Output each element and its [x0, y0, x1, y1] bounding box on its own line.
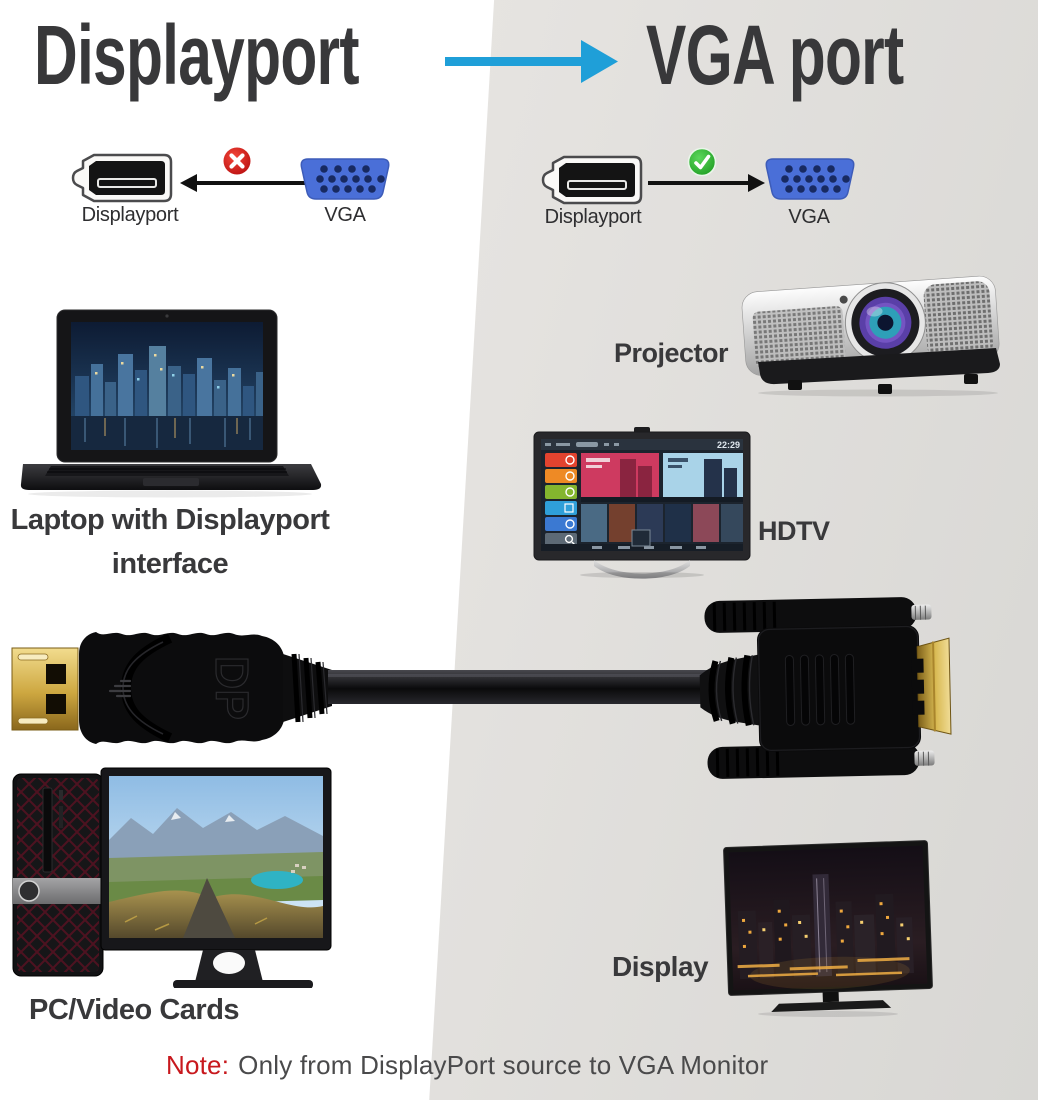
display-label: Display — [612, 951, 709, 982]
arrow-right-icon — [648, 174, 765, 192]
pc-monitor-illustration — [12, 767, 332, 988]
compatible-icon — [687, 147, 717, 177]
hdtv-clock: 22:29 — [717, 440, 740, 450]
display-illustration — [723, 840, 933, 1017]
dp-to-vga-cable-illustration: DP — [11, 597, 952, 779]
projector-illustration — [741, 275, 1000, 397]
pair-left-source-label: Displayport — [81, 204, 179, 226]
displayport-connector-icon — [71, 153, 173, 203]
pair-right-target-label: VGA — [788, 206, 830, 228]
not-compatible-icon — [223, 147, 251, 175]
laptop-label: Laptop with Displayport interface — [8, 498, 332, 586]
note-body: Only from DisplayPort source to VGA Moni… — [238, 1050, 769, 1080]
page-title-vga-port: VGA port — [646, 8, 904, 102]
laptop-label-line2: interface — [111, 548, 229, 580]
hdtv-illustration: 22:29 — [533, 427, 751, 579]
hdtv-label: HDTV — [758, 516, 830, 546]
laptop-label-line1: Laptop with Displayport — [10, 504, 330, 536]
laptop-illustration — [20, 309, 322, 498]
projector-label: Projector — [613, 338, 729, 368]
pair-right-source-label: Displayport — [544, 206, 642, 228]
flow-arrow-icon — [445, 40, 618, 83]
page-title-displayport: Displayport — [34, 8, 360, 102]
cable-molded-dp-logo: DP — [206, 656, 258, 720]
vga-connector-icon — [765, 158, 855, 200]
displayport-connector-icon — [541, 155, 643, 205]
pair-left-target-label: VGA — [324, 204, 366, 226]
vga-connector-icon — [300, 158, 390, 200]
note-text: Note: Only from DisplayPort source to VGA… — [166, 1050, 768, 1081]
note-prefix: Note: — [166, 1050, 230, 1080]
pc-label: PC/Video Cards — [29, 994, 240, 1026]
